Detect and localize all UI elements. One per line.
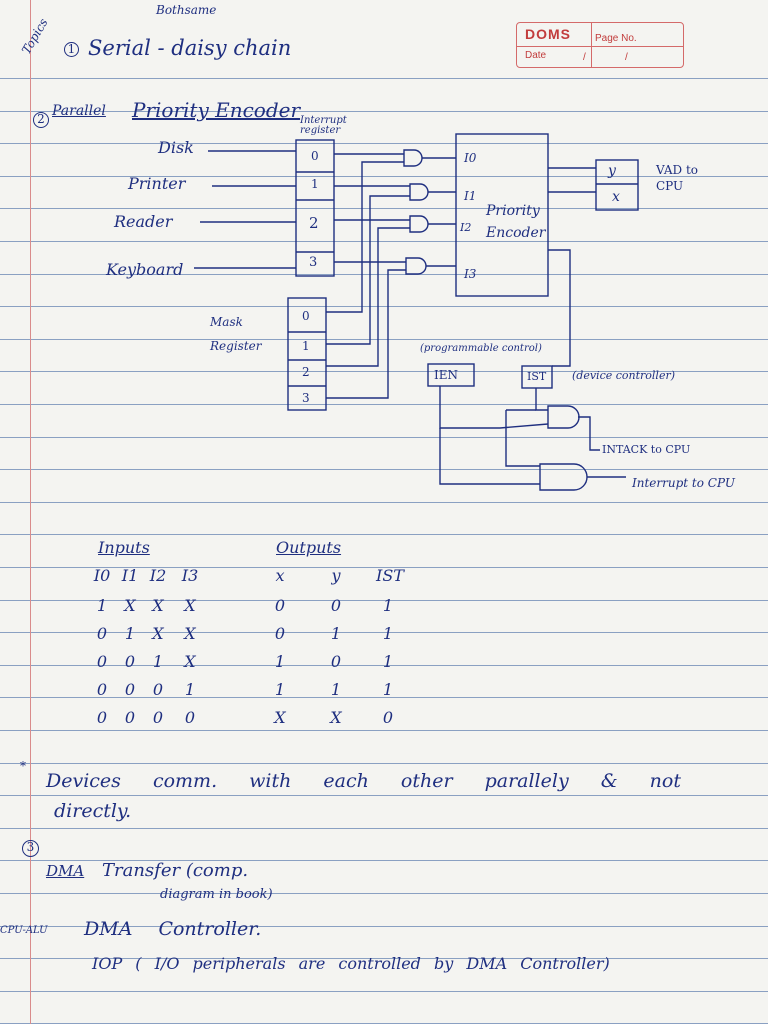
item3-diagram-in-book: diagram in book) [160, 887, 273, 902]
int-reg-cell-3: 3 [309, 255, 318, 270]
truth-table-cell: 0 [96, 680, 108, 699]
vad-to-cpu-label: VAD to CPU [656, 163, 698, 193]
truth-table-cell: 1 [382, 680, 394, 699]
encoder-label: Priority Encoder [486, 203, 546, 241]
truth-table-cell: 0 [96, 708, 108, 727]
truth-table-cell: 1 [382, 652, 394, 671]
truth-table-cell: 0 [274, 624, 286, 643]
truth-table-cell: 0 [382, 708, 394, 727]
device-controller-label: (device controller) [572, 369, 676, 382]
truth-table-cell: 0 [274, 596, 286, 615]
truth-table-cell: 0 [330, 596, 342, 615]
truth-table-cell: X [124, 596, 136, 615]
truth-table-cell: X [184, 652, 196, 671]
truth-table-cell: 1 [382, 596, 394, 615]
int-reg-cell-1: 1 [311, 177, 319, 191]
device-keyboard: Keyboard [106, 260, 184, 279]
truth-table-cell: 1 [124, 624, 136, 643]
truth-table-cell: 1 [152, 652, 164, 671]
devices-note-line1: Devices comm. with each other parallely … [46, 770, 681, 792]
ien-box: IEN [434, 368, 458, 382]
encoder-input-i3: I3 [464, 267, 477, 281]
inputs-heading: Inputs [98, 538, 150, 557]
item2-number: 2 [33, 112, 49, 128]
outputs-heading: Outputs [276, 538, 342, 557]
truth-table-cell: X [330, 708, 342, 727]
truth-table-cell: X [184, 596, 196, 615]
item2-priority-encoder: Priority Encoder [132, 98, 301, 122]
mask-reg-cell-2: 2 [302, 365, 310, 379]
truth-table-col-header: y [331, 566, 341, 585]
device-reader: Reader [114, 212, 173, 231]
truth-table-cell: X [152, 596, 164, 615]
item3-transfer: Transfer (comp. [102, 860, 249, 881]
int-reg-cell-2: 2 [309, 214, 319, 232]
item2-parallel-prefix: Parallel [52, 103, 106, 119]
truth-table-cell: 0 [124, 652, 136, 671]
device-disk: Disk [158, 138, 194, 157]
truth-table-cell: 1 [330, 680, 342, 699]
item3-dma: DMA [46, 862, 85, 880]
intack-to-cpu-label: INTACK to CPU [602, 443, 691, 456]
truth-table-cell: 1 [382, 624, 394, 643]
encoder-input-i0: I0 [464, 151, 477, 165]
item1-serial-daisy-chain: Serial - daisy chain [88, 36, 292, 60]
truth-table-cell: 0 [152, 680, 164, 699]
devices-note-marker: * [20, 759, 26, 773]
interrupt-to-cpu-label: Interrupt to CPU [632, 476, 735, 490]
truth-table-cell: 0 [96, 624, 108, 643]
truth-table-cell: 0 [184, 708, 196, 727]
ist-box: IST [527, 370, 547, 383]
vad-cell-y: y [608, 163, 616, 179]
date-slash-1: / [583, 52, 586, 63]
truth-table-col-header: I0 [93, 566, 111, 585]
mask-register-label: Mask Register [210, 315, 262, 353]
doms-header-box: DOMS Page No. Date / / [516, 22, 684, 68]
both-same-note: Bothsame [156, 3, 217, 17]
truth-table-cell: 0 [152, 708, 164, 727]
iop-line: IOP ( I/O peripherals are controlled by … [92, 954, 610, 973]
encoder-input-i2: I2 [460, 221, 472, 234]
dma-controller: DMA Controller. [84, 918, 262, 940]
brand-logo: DOMS [525, 26, 571, 42]
item3-number: 3 [22, 840, 39, 857]
truth-table-cell: X [274, 708, 286, 727]
programmable-control-label: (programmable control) [420, 343, 542, 354]
device-printer: Printer [128, 174, 186, 193]
item1-number: 1 [64, 42, 79, 57]
truth-table-cell: 0 [330, 652, 342, 671]
interrupt-register-label: Interrupt register [300, 115, 347, 136]
vad-cell-x: x [612, 189, 620, 205]
truth-table-cell: 1 [184, 680, 196, 699]
truth-table-col-header: I2 [149, 566, 167, 585]
date-label: Date [525, 50, 547, 61]
truth-table-cell: 0 [96, 652, 108, 671]
page-no-label: Page No. [595, 33, 637, 44]
truth-table-cell: 0 [124, 708, 136, 727]
encoder-input-i1: I1 [464, 189, 477, 203]
margin-line [30, 0, 31, 1024]
truth-table-col-header: IST [376, 566, 404, 585]
truth-table-cell: 1 [96, 596, 108, 615]
truth-table-cell: 1 [274, 680, 286, 699]
truth-table-cell: X [152, 624, 164, 643]
devices-note-line2: directly. [54, 800, 132, 822]
mask-reg-cell-3: 3 [302, 391, 310, 405]
truth-table-cell: 1 [330, 624, 342, 643]
mask-reg-cell-1: 1 [302, 339, 310, 353]
mask-reg-cell-0: 0 [302, 309, 310, 323]
cpu-alu-note: CPU-ALU [0, 925, 48, 936]
truth-table-cell: X [184, 624, 196, 643]
truth-table-col-header: I3 [181, 566, 199, 585]
int-reg-cell-0: 0 [311, 149, 319, 163]
date-slash-2: / [625, 52, 628, 63]
truth-table-col-header: I1 [121, 566, 139, 585]
truth-table-cell: 1 [274, 652, 286, 671]
truth-table-cell: 0 [124, 680, 136, 699]
truth-table-col-header: x [275, 566, 285, 585]
